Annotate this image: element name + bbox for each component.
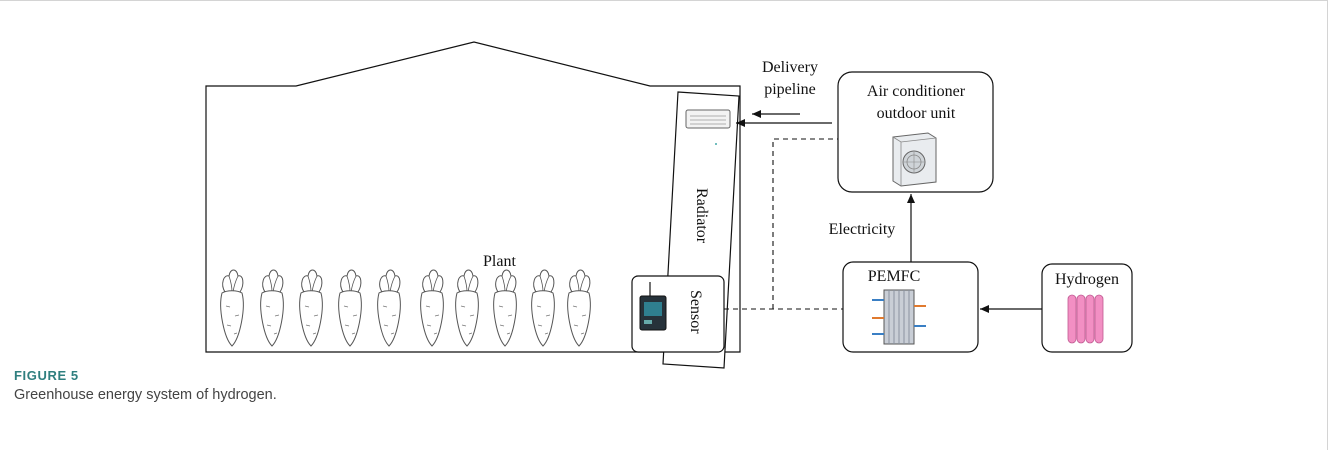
carrot-icon [420,269,444,347]
carrot-icon [299,269,323,347]
pemfc-fuel-cell: PEMFC [842,261,979,353]
outdoor-unit-icon [892,132,937,187]
ac-label-line1: Air conditioner [867,83,966,100]
carrot-icon [220,269,244,347]
carrot-icon [260,269,284,347]
delivery-pipeline-label-line1: Delivery [762,59,818,76]
wireless-sensor-icon [639,282,667,331]
sensor: Sensor [631,275,725,353]
figure-caption-text: Greenhouse energy system of hydrogen. [14,387,277,403]
control-signal-lines [724,138,843,310]
carrot-icon [455,269,479,347]
greenhouse-outline [205,41,741,353]
carrot-icon [531,269,555,347]
figure-label: FIGURE 5 [14,368,79,383]
hydrogen-tank: Hydrogen [1041,263,1133,353]
carrot-icon [567,269,591,347]
fuel-cell-stack-icon [872,289,926,345]
carrot-icon [338,269,362,347]
hydrogen-cylinders-icon [1067,294,1104,344]
carrot-icon [493,269,517,347]
delivery-pipeline-label-line2: pipeline [764,81,816,98]
pemfc-label: PEMFC [868,268,920,285]
figure-caption: FIGURE 5 Greenhouse energy system of hyd… [14,368,277,403]
delivery-pipeline [736,110,832,127]
sensor-label: Sensor [687,290,704,334]
plant-label: Plant [483,253,516,270]
carrot-row [220,269,591,347]
ac-label-line2: outdoor unit [877,105,956,122]
carrot-icon [377,269,401,347]
indoor-ac-unit-icon [685,109,731,145]
air-conditioner-outdoor-unit: Air conditioner outdoor unit [837,71,994,193]
electricity-label: Electricity [829,221,896,238]
radiator-label: Radiator [693,188,710,244]
hydrogen-label: Hydrogen [1055,271,1119,288]
